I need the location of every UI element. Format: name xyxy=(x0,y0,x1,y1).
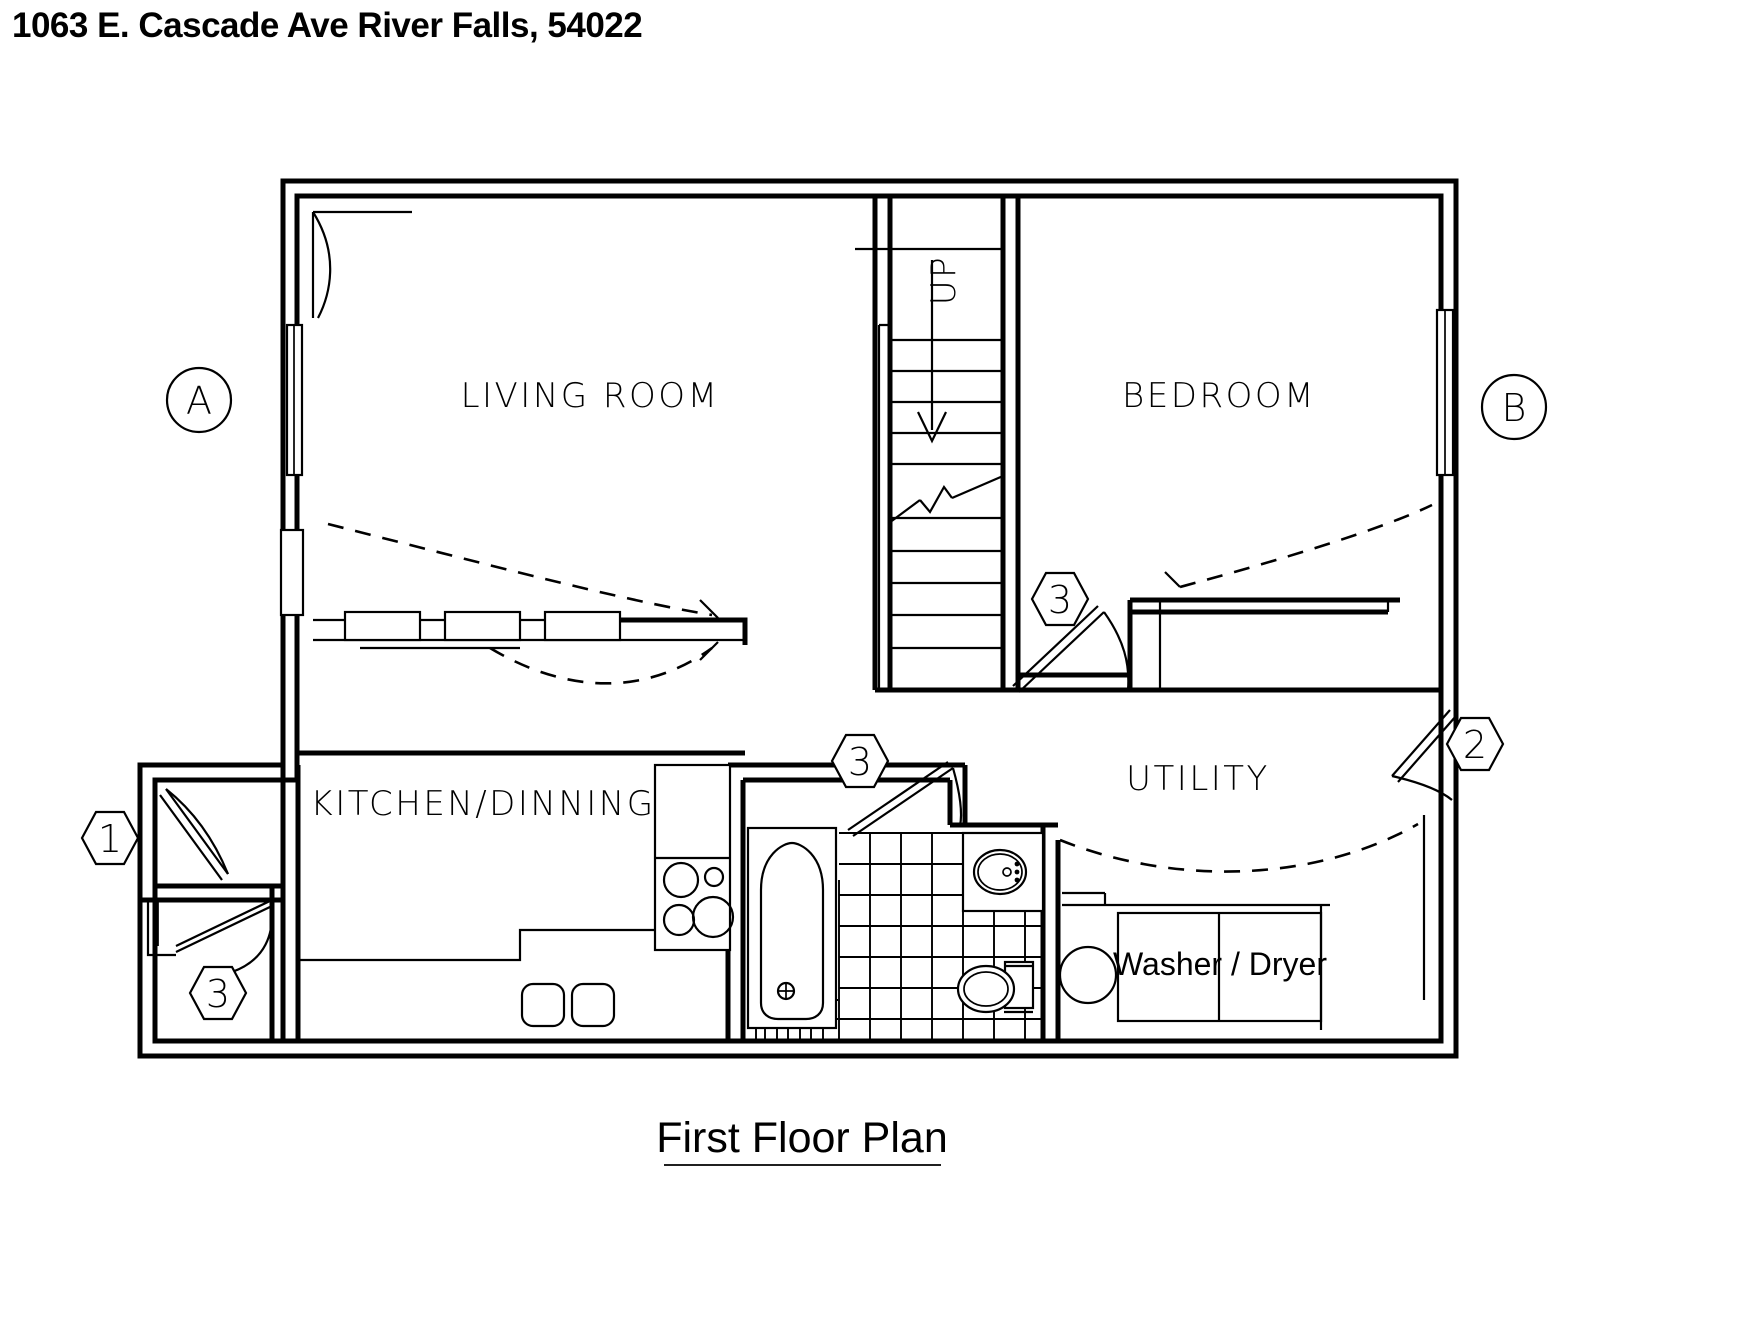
room-label-kitchen: KITCHEN/DINNING xyxy=(310,784,655,824)
grid-marker-a-label: A xyxy=(186,379,212,423)
detail-marker-3a[interactable]: 3 xyxy=(1030,571,1090,627)
win-living-w-2 xyxy=(279,528,305,617)
kitchen-counter xyxy=(296,928,655,1041)
detail-marker-3a-label: 3 xyxy=(1048,578,1072,622)
win-living-w xyxy=(285,323,304,477)
washer-dryer xyxy=(1062,891,1330,1030)
door-closet-left[interactable] xyxy=(146,886,286,1041)
detail-marker-3b[interactable]: 3 xyxy=(830,733,890,789)
detail-marker-2[interactable]: 2 xyxy=(1445,716,1505,772)
drawing-caption: First Floor Plan xyxy=(656,1114,948,1166)
stair-up-label: UP xyxy=(924,255,964,305)
detail-marker-2-label: 2 xyxy=(1463,723,1487,767)
page-title: 1063 E. Cascade Ave River Falls, 54022 xyxy=(12,6,643,45)
kitchen-sink xyxy=(520,982,616,1028)
detail-marker-3b-label: 3 xyxy=(848,740,872,784)
door-front[interactable] xyxy=(159,788,230,881)
detail-marker-3c[interactable]: 3 xyxy=(188,965,248,1021)
grid-marker-b[interactable]: B xyxy=(1480,373,1548,441)
room-label-utility: UTILITY xyxy=(1126,759,1270,799)
grid-marker-b-label: B xyxy=(1502,386,1527,430)
door-rear[interactable] xyxy=(1059,709,1457,873)
range xyxy=(653,763,735,952)
room-label-bedroom: BEDROOM xyxy=(1122,376,1316,416)
detail-marker-1[interactable]: 1 xyxy=(80,810,140,866)
grid-marker-a[interactable]: A xyxy=(165,366,233,434)
stair-break-line xyxy=(888,474,1004,524)
washer-dryer-label: Washer / Dryer xyxy=(1113,946,1327,982)
detail-marker-1-label: 1 xyxy=(98,817,122,861)
bedroom-closet xyxy=(1127,503,1433,690)
detail-marker-3c-label: 3 xyxy=(206,972,230,1016)
water-heater xyxy=(1058,945,1118,1005)
bathtub xyxy=(746,826,838,1030)
stair-up-arrow xyxy=(917,260,947,444)
drawing-caption-label: First Floor Plan xyxy=(656,1114,948,1162)
toilet xyxy=(956,960,1035,1014)
entry-jog-wall xyxy=(137,765,175,903)
living-opening-arcs xyxy=(327,522,719,685)
win-living-s xyxy=(313,610,748,650)
bath-sink xyxy=(961,831,1045,913)
door-bath[interactable] xyxy=(847,761,963,837)
win-bed-e xyxy=(1435,308,1455,477)
staircase: UP xyxy=(855,247,1004,690)
room-label-living: LIVING ROOM xyxy=(461,376,720,416)
door-living-top[interactable] xyxy=(311,210,412,319)
